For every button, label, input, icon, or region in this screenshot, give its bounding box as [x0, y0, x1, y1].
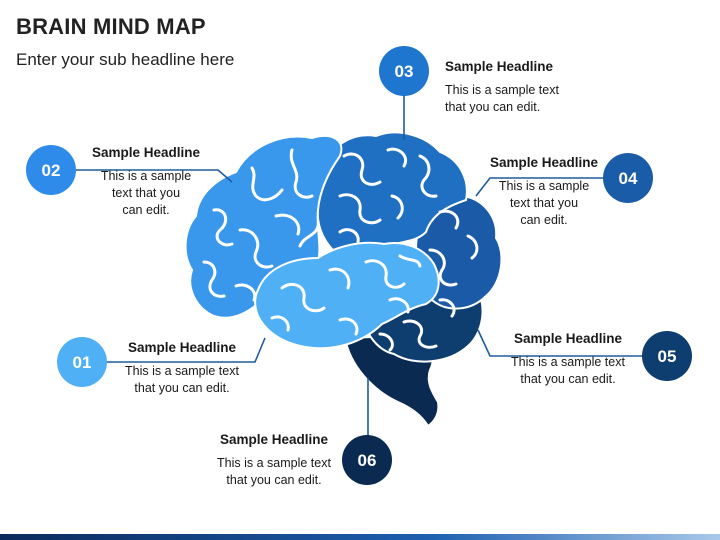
- item-06-block: Sample Headline This is a sample text th…: [194, 432, 354, 489]
- connector-lines: [72, 94, 644, 461]
- item-04-text: This is a sample text that you can edit.: [464, 178, 624, 229]
- item-02-headline: Sample Headline: [91, 145, 201, 160]
- connector-01: [102, 337, 266, 363]
- item-03-text-line: that you can edit.: [445, 100, 541, 114]
- item-05-text-line: that you can edit.: [520, 372, 616, 386]
- item-05-headline: Sample Headline: [513, 331, 623, 346]
- item-03-text: This is a sample text that you can edit.: [445, 82, 605, 116]
- item-01-headline: Sample Headline: [127, 340, 237, 355]
- item-04-headline: Sample Headline: [489, 155, 599, 170]
- item-05-text-line: This is a sample text: [511, 355, 625, 369]
- circle-04: 04: [603, 153, 653, 203]
- circle-03: 03: [379, 46, 429, 96]
- circle-05: 05: [642, 331, 692, 381]
- item-05-block: Sample Headline This is a sample text th…: [488, 331, 648, 388]
- number-03: 03: [395, 62, 414, 81]
- item-06-text-line: This is a sample text: [217, 456, 331, 470]
- item-03-text-line: This is a sample text: [445, 83, 559, 97]
- item-06-text: This is a sample text that you can edit.: [194, 455, 354, 489]
- item-04-text-line: can edit.: [520, 213, 568, 227]
- item-06-text-line: that you can edit.: [226, 473, 322, 487]
- item-01-text-line: This is a sample text: [125, 364, 239, 378]
- item-02-text-line: text that you: [111, 186, 181, 200]
- item-02-text-line: This is a sample: [100, 169, 192, 183]
- circle-01: 01: [57, 337, 107, 387]
- number-05: 05: [658, 347, 677, 366]
- connector-04: [475, 177, 604, 197]
- bottom-accent-bar: [0, 534, 720, 540]
- connector-05: [477, 329, 644, 357]
- item-03-block: Sample Headline This is a sample text th…: [445, 59, 605, 116]
- connector-02: [72, 169, 233, 183]
- number-circles: 01 02 03 04 05 06: [26, 46, 692, 485]
- page-subtitle: Enter your sub headline here: [16, 50, 235, 69]
- item-06-headline: Sample Headline: [219, 432, 329, 447]
- brain-folds: [202, 147, 479, 352]
- item-04-block: Sample Headline This is a sample text th…: [464, 155, 624, 229]
- item-04-text-line: This is a sample: [498, 179, 590, 193]
- item-01-block: Sample Headline This is a sample text th…: [102, 340, 262, 397]
- item-05-text: This is a sample text that you can edit.: [488, 354, 648, 388]
- circle-02: 02: [26, 145, 76, 195]
- item-02-block: Sample Headline This is a sample text th…: [66, 145, 226, 219]
- number-04: 04: [619, 169, 638, 188]
- item-01-text: This is a sample text that you can edit.: [102, 363, 262, 397]
- item-02-text-line: can edit.: [122, 203, 170, 217]
- temporal-lobe: [254, 241, 440, 350]
- item-03-headline: Sample Headline: [445, 59, 554, 74]
- item-02-text: This is a sample text that you can edit.: [66, 168, 226, 219]
- number-02: 02: [42, 161, 61, 180]
- number-06: 06: [358, 451, 377, 470]
- item-01-text-line: that you can edit.: [134, 381, 230, 395]
- item-04-text-line: text that you: [509, 196, 579, 210]
- circle-06: 06: [342, 435, 392, 485]
- page-title: BRAIN MIND MAP: [16, 14, 206, 39]
- number-01: 01: [73, 353, 92, 372]
